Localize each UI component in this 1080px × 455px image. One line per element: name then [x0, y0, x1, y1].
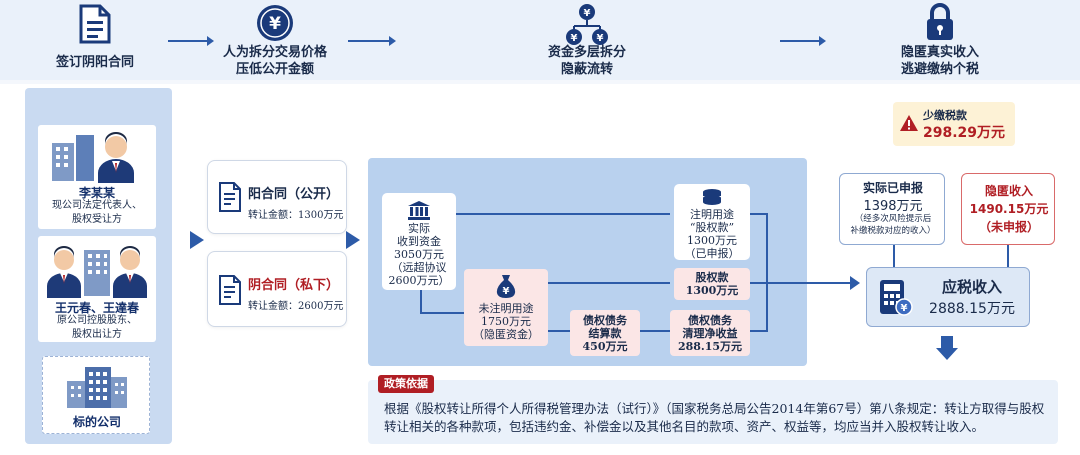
party-name: 李某某	[78, 186, 115, 200]
document-icon	[78, 4, 112, 44]
businessman-icon	[52, 132, 134, 183]
svg-text:¥: ¥	[503, 286, 510, 297]
contract-icon	[219, 275, 241, 305]
party-card-buyer: 李某某 现公司法定代表人、 股权受让方	[38, 125, 156, 229]
hidden-income-title: 隐匿收入	[984, 184, 1033, 198]
step-3-label: 资金多层拆分 隐蔽流转	[547, 45, 626, 77]
taxable-income-title: 应税收入	[941, 278, 1002, 296]
flow-line	[1007, 245, 1009, 267]
party-card-sellers: 王元春、王達春 原公司控股股东、 股权出让方	[38, 236, 156, 342]
step-4-label: 隐匿真实收入 逃避缴纳个税	[900, 45, 979, 77]
contract-yin: 阴合同（私下） 转让金额：2600万元	[207, 251, 347, 327]
taxable-income-box: ¥ 应税收入 2888.15万元	[866, 267, 1030, 327]
yen-coin-icon: ¥	[256, 4, 294, 42]
flow-line	[456, 213, 670, 215]
policy-text: 根据《股权转让所得个人所得税管理办法（试行）》（国家税务总局公告2014年第67…	[384, 401, 1045, 434]
warning-icon	[900, 115, 918, 131]
flow-arrow	[850, 276, 860, 290]
flow-line	[766, 282, 856, 284]
svg-text:¥: ¥	[901, 303, 908, 314]
tax-shortfall-value: 298.29万元	[923, 125, 1006, 141]
party-desc: 原公司控股股东、 股权出让方	[57, 315, 137, 340]
declared-income-title: 实际已申报	[862, 181, 923, 195]
flow-arrow	[190, 231, 204, 249]
party-card-target-company: 标的公司	[42, 356, 150, 434]
policy-tag: 政策依据	[378, 375, 434, 393]
party-name: 王元春、王達春	[54, 301, 139, 315]
party-name: 标的公司	[72, 415, 121, 429]
flow-line	[548, 330, 570, 332]
tax-shortfall-box: 少缴税款 298.29万元	[893, 102, 1015, 146]
hidden-income-note: （未申报）	[978, 220, 1039, 234]
flow-arrow	[346, 231, 360, 249]
banner-divider	[0, 80, 1080, 84]
debt-net-gain-box: 债权债务 清理净收益 288.15万元	[670, 310, 750, 356]
flow-line	[548, 282, 670, 284]
declared-income-box: 实际已申报 1398万元 （经多次风险提示后 补缴税款对应的收入）	[839, 173, 945, 245]
money-split-icon: ¥ ¥ ¥	[562, 2, 612, 46]
step-arrow	[348, 36, 396, 46]
businessmen-icon	[47, 246, 147, 298]
debt-settlement-box: 债权债务 结算款 450万元	[570, 310, 640, 356]
contract-icon	[219, 182, 241, 212]
flow-line	[750, 330, 768, 332]
step-1-label: 签订阴阳合同	[55, 55, 134, 70]
flow-line	[420, 290, 422, 312]
hidden-funds-box: ¥ 未注明用途 1750万元 （隐匿资金）	[464, 269, 548, 346]
flow-line	[750, 213, 768, 215]
money-bag-icon: ¥	[496, 275, 516, 298]
contract-yin-title: 阴合同（私下）	[248, 278, 340, 293]
coin-stack-icon	[703, 189, 721, 205]
contract-yang-amount: 转让金额：1300万元	[248, 210, 344, 221]
hidden-income-value: 1490.15万元	[969, 202, 1049, 216]
equity-noted-text: 注明用途 “股权款” 1300万元 （已申报）	[684, 208, 740, 260]
flow-line	[893, 245, 895, 267]
received-funds-box: 实际 收到资金 3050万元 （远超协议 2600万元）	[382, 193, 456, 290]
hidden-income-box: 隐匿收入 1490.15万元 （未申报）	[961, 173, 1055, 245]
contract-yang-title: 阳合同（公开）	[248, 187, 340, 202]
party-desc: 现公司法定代表人、 股权受让方	[52, 200, 142, 225]
taxable-income-value: 2888.15万元	[929, 301, 1015, 317]
svg-text:¥: ¥	[269, 14, 281, 34]
down-arrow	[941, 336, 953, 348]
flow-line	[750, 282, 768, 284]
equity-payment-box: 股权款 1300万元	[674, 268, 750, 300]
lock-icon	[924, 2, 956, 42]
svg-text:¥: ¥	[571, 33, 578, 44]
policy-section	[368, 380, 1058, 444]
received-funds-text: 实际 收到资金 3050万元 （远超协议 2600万元）	[388, 222, 450, 287]
tax-shortfall-label: 少缴税款	[923, 109, 967, 122]
step-arrow	[780, 36, 826, 46]
equity-noted-box: 注明用途 “股权款” 1300万元 （已申报）	[674, 184, 750, 260]
down-arrow-head	[936, 348, 958, 360]
hidden-funds-text: 未注明用途 1750万元 （隐匿资金）	[473, 302, 539, 341]
calculator-icon: ¥	[880, 280, 913, 316]
step-2-label: 人为拆分交易价格 压低公开金额	[222, 45, 327, 77]
bank-icon	[408, 201, 430, 220]
contract-yang: 阳合同（公开） 转让金额：1300万元	[207, 160, 347, 234]
declared-income-value: 1398万元	[863, 199, 923, 214]
flow-line	[640, 330, 670, 332]
svg-text:¥: ¥	[584, 8, 591, 19]
declared-income-note: （经多次风险提示后 补缴税款对应的收入）	[850, 214, 936, 236]
contract-yin-amount: 转让金额：2600万元	[248, 301, 344, 312]
flow-line	[766, 213, 768, 332]
flow-line	[420, 312, 464, 314]
svg-text:¥: ¥	[597, 33, 604, 44]
step-arrow	[168, 36, 214, 46]
office-building-icon	[67, 367, 127, 408]
